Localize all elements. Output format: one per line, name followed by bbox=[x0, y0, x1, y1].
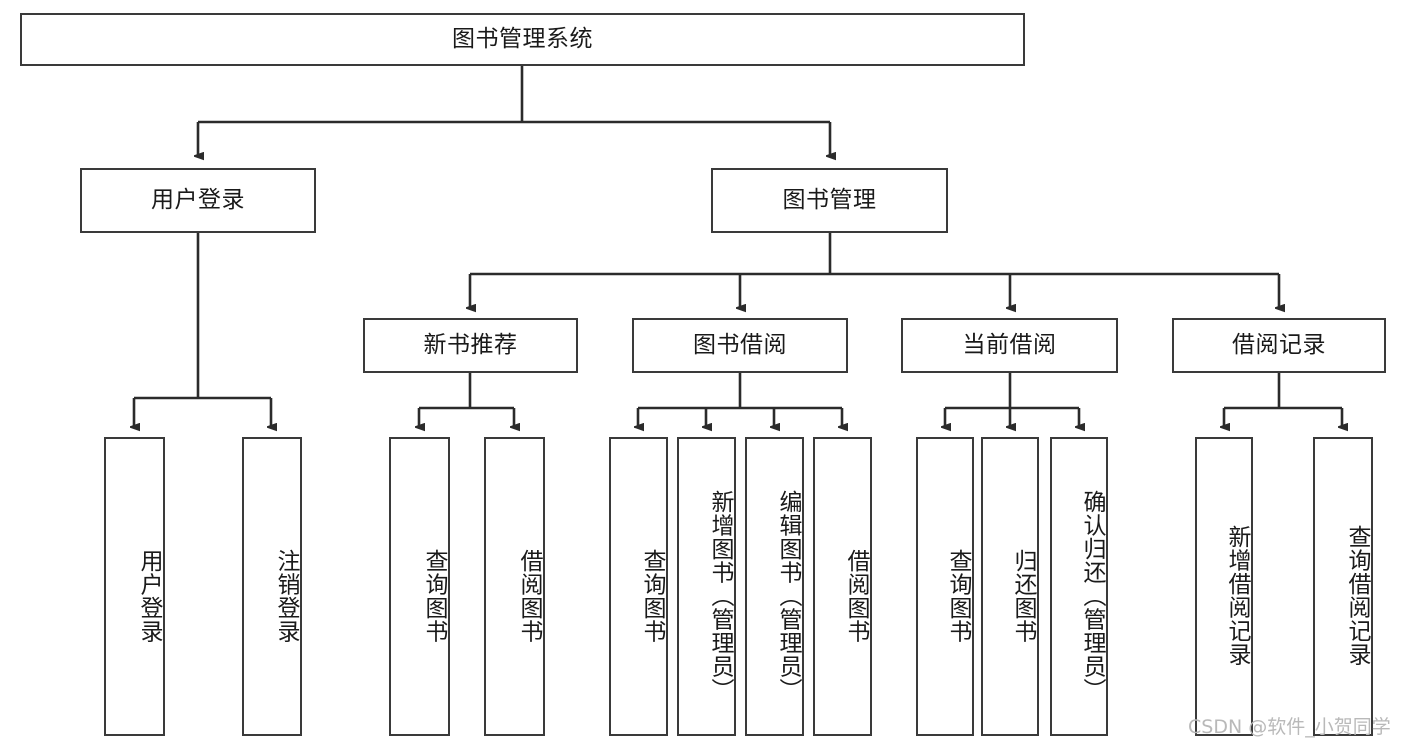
node-current-borrow[interactable]: 当前借阅 bbox=[901, 318, 1118, 373]
node-label: 编辑图书（管理员） bbox=[775, 489, 801, 702]
leaf-add-book-admin[interactable]: 新增图书（管理员） bbox=[677, 437, 736, 736]
node-label: 借阅记录 bbox=[1232, 331, 1326, 358]
watermark-csdn: CSDN @软件_小贺同学 bbox=[1188, 716, 1391, 738]
node-label: 确认归还（管理员） bbox=[1079, 489, 1105, 702]
node-label: 新增借阅记录 bbox=[1224, 525, 1250, 666]
leaf-query-book-current[interactable]: 查询图书 bbox=[916, 437, 974, 736]
leaf-query-book-new[interactable]: 查询图书 bbox=[389, 437, 450, 736]
leaf-user-login[interactable]: 用户登录 bbox=[104, 437, 165, 736]
node-user-login[interactable]: 用户登录 bbox=[80, 168, 316, 233]
leaf-return-book[interactable]: 归还图书 bbox=[981, 437, 1039, 736]
node-root-book-management-system[interactable]: 图书管理系统 bbox=[20, 13, 1025, 66]
leaf-logout[interactable]: 注销登录 bbox=[242, 437, 302, 736]
node-label: 注销登录 bbox=[273, 548, 299, 643]
node-label: 图书管理 bbox=[782, 186, 877, 213]
node-label: 用户登录 bbox=[151, 186, 245, 213]
node-label: 借阅图书 bbox=[843, 548, 869, 643]
node-label: 归还图书 bbox=[1010, 548, 1036, 643]
node-label: 查询图书 bbox=[421, 548, 447, 643]
node-label: 新书推荐 bbox=[423, 331, 518, 358]
node-label: 图书借阅 bbox=[693, 331, 787, 358]
leaf-borrow-book[interactable]: 借阅图书 bbox=[813, 437, 872, 736]
leaf-add-borrow-record[interactable]: 新增借阅记录 bbox=[1195, 437, 1253, 736]
leaf-query-borrow-record[interactable]: 查询借阅记录 bbox=[1313, 437, 1373, 736]
node-label: 图书管理系统 bbox=[452, 25, 593, 52]
leaf-edit-book-admin[interactable]: 编辑图书（管理员） bbox=[745, 437, 804, 736]
leaf-borrow-book-new[interactable]: 借阅图书 bbox=[484, 437, 545, 736]
node-label: 查询借阅记录 bbox=[1344, 525, 1370, 666]
node-label: 借阅图书 bbox=[516, 548, 542, 643]
node-borrow-record[interactable]: 借阅记录 bbox=[1172, 318, 1386, 373]
node-label: 用户登录 bbox=[136, 548, 162, 643]
node-book-management[interactable]: 图书管理 bbox=[711, 168, 948, 233]
node-label: 新增图书（管理员） bbox=[707, 489, 733, 702]
node-new-book-recommendation[interactable]: 新书推荐 bbox=[363, 318, 578, 373]
node-label: 查询图书 bbox=[639, 548, 665, 643]
node-book-borrow[interactable]: 图书借阅 bbox=[632, 318, 848, 373]
leaf-confirm-return-admin[interactable]: 确认归还（管理员） bbox=[1050, 437, 1108, 736]
node-label: 查询图书 bbox=[945, 548, 971, 643]
node-label: 当前借阅 bbox=[962, 331, 1057, 358]
leaf-query-book-borrow[interactable]: 查询图书 bbox=[609, 437, 668, 736]
